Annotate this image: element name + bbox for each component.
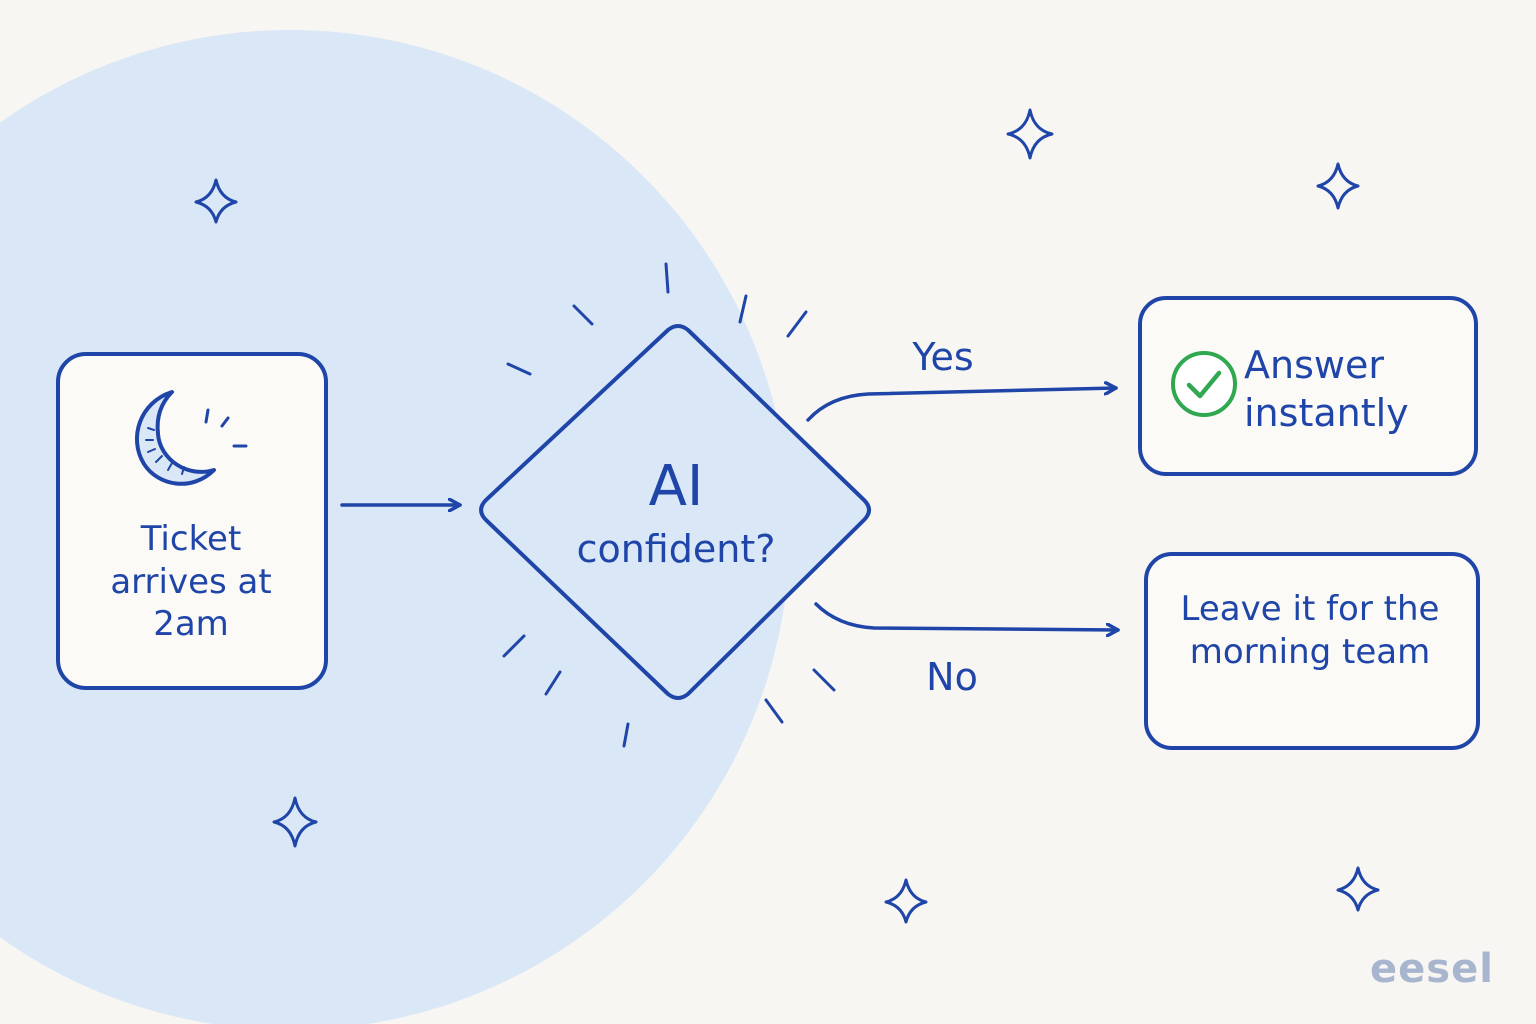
sparkle-icon	[1316, 162, 1360, 210]
decision-title: AI	[648, 454, 704, 519]
decision-diamond	[479, 324, 871, 700]
brand-logo: eesel	[1370, 946, 1494, 992]
yes-outcome-label: Answer instantly	[1244, 343, 1409, 435]
sparkle-icon	[272, 796, 318, 848]
sparkle-icon	[884, 878, 928, 924]
sparkle-icon	[1006, 108, 1054, 160]
decision-glow-strokes	[502, 262, 836, 748]
decision-subtitle: confident?	[576, 527, 776, 571]
night-background-circle	[0, 30, 790, 1024]
sparkle-icon	[194, 178, 238, 224]
yes-branch-label: Yes	[912, 335, 974, 379]
no-outcome-node	[1144, 552, 1480, 750]
yes-branch-arrow	[806, 388, 1118, 422]
no-branch-label: No	[926, 655, 978, 699]
start-node	[56, 352, 328, 690]
no-branch-arrow	[814, 602, 1120, 630]
moon-icon	[134, 390, 248, 486]
yes-outcome-node	[1138, 296, 1478, 476]
sparkle-icon	[1336, 866, 1380, 912]
no-outcome-label: Leave it for the morning team	[1180, 589, 1440, 672]
start-node-label: Ticket arrives at 2am	[110, 519, 272, 644]
check-circle-icon	[1171, 351, 1237, 417]
